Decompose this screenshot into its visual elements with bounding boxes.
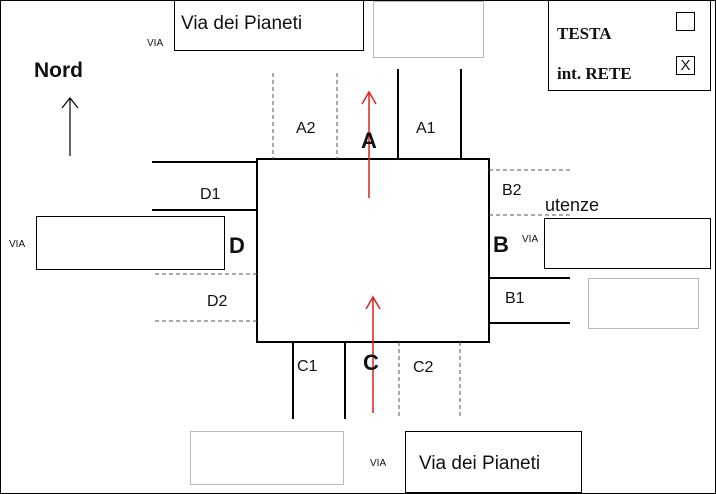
north-label: Nord [34,59,83,82]
testa-checkbox[interactable] [676,12,695,31]
via-prefix-top: VIA [147,38,164,49]
utenze-annotation: utenze [545,195,600,215]
approach-label-c: C [363,350,379,375]
flow-arrow-icon [365,295,381,413]
lane-label-c2: C2 [413,359,434,376]
street-box-bottom: Via dei Pianeti [405,431,582,493]
lane-label-a2: A2 [296,120,316,137]
rete-checkbox[interactable]: X [676,56,695,75]
via-prefix-west: VIA [9,239,26,250]
street-box-top-right [373,1,484,58]
lane-label-a1: A1 [416,120,436,137]
street-box-bottom-left [190,431,344,485]
street-box-east-lower [588,278,699,329]
approach-label-d: D [229,233,245,258]
via-prefix-east: VIA [522,234,539,245]
lane-label-d1: D1 [200,186,221,203]
street-box-top: Via dei Pianeti [174,0,364,51]
via-prefix-bottom: VIA [370,458,387,469]
legend-box: TESTA int. RETE X [548,0,711,91]
lane-label-d2: D2 [207,293,228,310]
legend-rete-label: int. RETE [557,64,632,83]
approach-label-b: B [493,232,509,257]
street-box-east [544,218,711,269]
lane-label-b1: B1 [505,290,525,307]
flow-arrow-icon [361,90,377,198]
street-name-bottom: Via dei Pianeti [419,453,541,474]
lane-label-c1: C1 [297,358,318,375]
lane-label-b2: B2 [502,182,522,199]
street-name-top: Via dei Pianeti [181,13,303,34]
approach-label-a: A [361,128,377,153]
legend-testa-label: TESTA [557,24,612,43]
street-box-west [36,216,225,270]
north-arrow-icon [61,97,79,156]
